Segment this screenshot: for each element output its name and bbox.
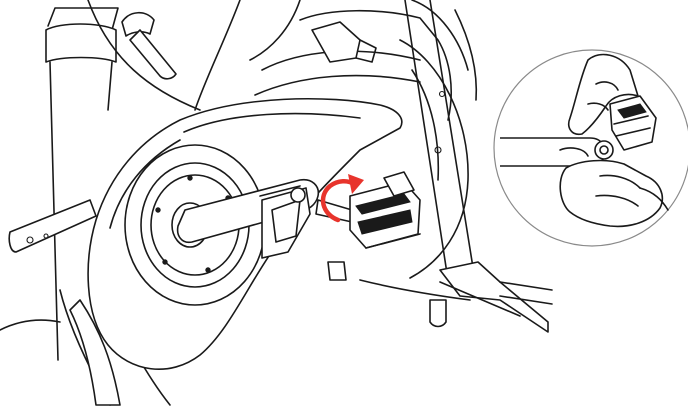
rotation-arrow-icon [320,174,364,223]
crank-arm [176,178,320,259]
detail-inset [493,49,688,247]
